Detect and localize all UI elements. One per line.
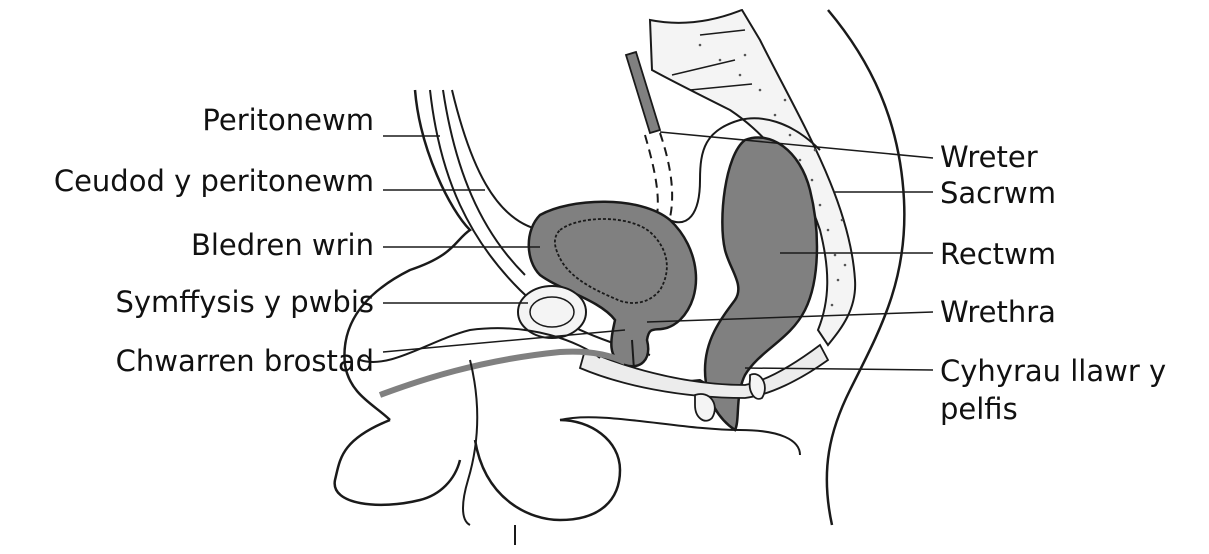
label-sacrum: Sacrwm xyxy=(940,176,1056,210)
ureter-dashed-right xyxy=(660,133,672,225)
label-pelvic-floor-line1: Cyhyrau llawr y xyxy=(940,354,1166,388)
label-rectum: Rectwm xyxy=(940,237,1056,271)
label-urethra: Wrethra xyxy=(940,295,1056,329)
label-peritoneum: Peritonewm xyxy=(202,103,374,137)
label-pelvic-floor-line2: pelfis xyxy=(940,392,1018,426)
bladder-organ xyxy=(529,202,696,367)
label-pubic-symphysis: Symffysis y pwbis xyxy=(115,285,374,319)
label-bladder: Bledren wrin xyxy=(191,228,374,262)
label-prostate: Chwarren brostad xyxy=(116,344,374,378)
perineum xyxy=(560,417,800,455)
anal-bone-left xyxy=(695,394,715,421)
coccyx xyxy=(750,374,765,399)
leader-pelvic-floor xyxy=(745,368,933,370)
label-ureter: Wreter xyxy=(940,140,1038,174)
label-peritoneal-cavity: Ceudod y peritonewm xyxy=(54,164,374,198)
scrotum xyxy=(475,420,620,520)
penis-outline xyxy=(335,420,460,505)
leader-prostate xyxy=(383,330,625,352)
